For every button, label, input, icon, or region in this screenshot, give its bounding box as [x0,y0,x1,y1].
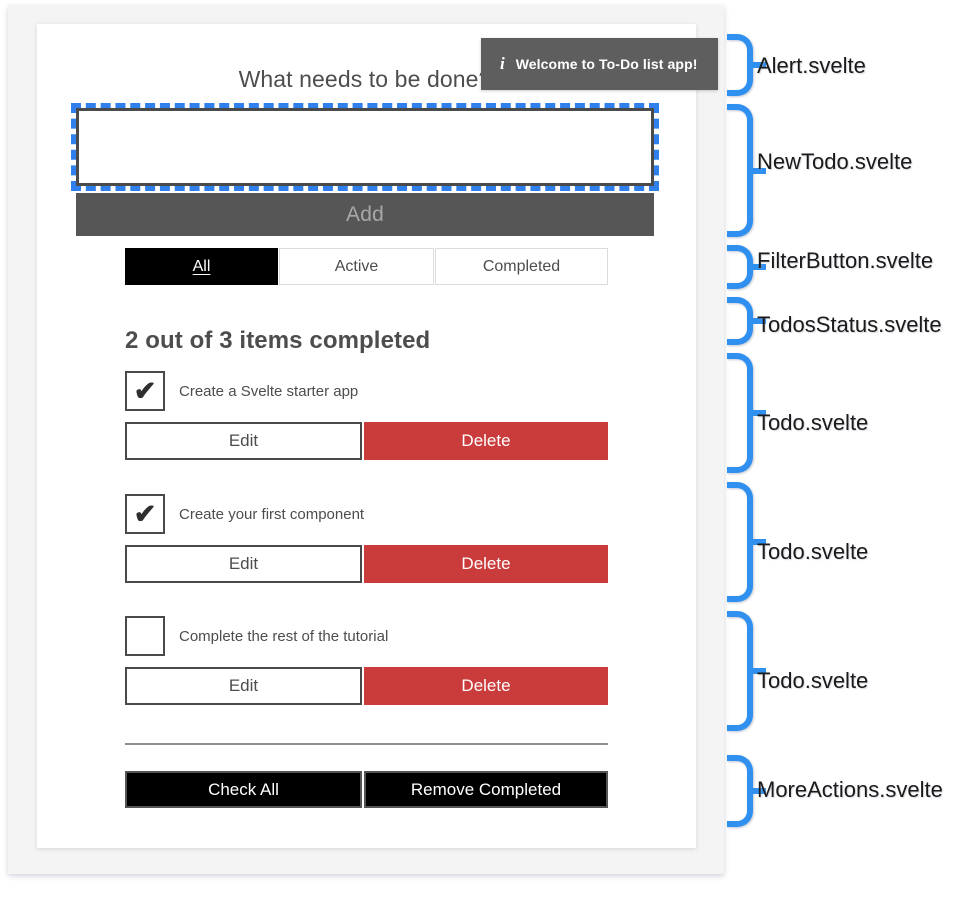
info-icon: i [500,54,505,73]
brace-icon [727,353,753,473]
section-divider [125,743,608,745]
annotation-label: Alert.svelte [757,53,866,78]
brace-icon [727,34,753,96]
brace-nub-icon [753,539,766,545]
checkmark-icon: ✔ [133,498,157,529]
brace-icon [727,611,753,731]
annotation-label: MoreActions.svelte [757,777,943,802]
brace-icon [727,482,753,602]
todo-button-row: Edit Delete [125,667,608,705]
todo-edit-button[interactable]: Edit [125,422,362,460]
todo-delete-button[interactable]: Delete [364,422,608,460]
annotation-label: NewTodo.svelte [757,149,913,174]
check-all-button[interactable]: Check All [125,771,362,808]
todo-edit-button[interactable]: Edit [125,545,362,583]
brace-nub-icon [753,668,766,674]
remove-completed-button[interactable]: Remove Completed [364,771,608,808]
todo-button-row: Edit Delete [125,422,608,460]
brace-nub-icon [753,264,766,270]
annotation-label: Todo.svelte [757,668,869,693]
brace-icon [727,297,753,345]
todo-row: ✔ Create your first component [125,493,608,535]
new-todo-input-wrapper [71,103,659,191]
todo-row: ✔ Create a Svelte starter app [125,370,608,412]
checkmark-icon: ✔ [133,375,157,406]
new-todo-input[interactable] [76,108,654,186]
todo-item: ✔ Create a Svelte starter app Edit Delet… [125,370,608,460]
alert-toast[interactable]: i Welcome to To-Do list app! [481,38,718,90]
todos-status-heading: 2 out of 3 items completed [125,326,431,354]
todo-button-row: Edit Delete [125,545,608,583]
brace-nub-icon [753,167,766,174]
more-actions-group: Check All Remove Completed [125,771,608,808]
todo-edit-button[interactable]: Edit [125,667,362,705]
brace-nub-icon [753,62,766,68]
filter-button-active[interactable]: Active [279,248,434,285]
todo-item: ✔ Create your first component Edit Delet… [125,493,608,583]
todo-delete-button[interactable]: Delete [364,667,608,705]
filter-button-completed[interactable]: Completed [435,248,608,285]
annotation-label: Todo.svelte [757,410,869,435]
brace-nub-icon [753,410,766,416]
brace-icon [727,104,753,237]
todo-checkbox[interactable]: ✔ [125,371,165,411]
add-todo-button[interactable]: Add [76,193,654,236]
filter-button-all[interactable]: All [125,248,278,285]
todo-delete-button[interactable]: Delete [364,545,608,583]
annotation-label: Todo.svelte [757,539,869,564]
filter-button-group: All Active Completed [125,248,608,285]
todo-checkbox[interactable]: ✔ [125,616,165,656]
todo-label: Create a Svelte starter app [179,382,359,400]
todo-label: Complete the rest of the tutorial [179,627,389,645]
todo-checkbox[interactable]: ✔ [125,494,165,534]
todo-label: Create your first component [179,505,365,523]
page-title: What needs to be done? [238,66,492,92]
todo-row: ✔ Complete the rest of the tutorial [125,615,608,657]
brace-nub-icon [753,318,766,324]
alert-message: Welcome to To-Do list app! [515,56,698,72]
todo-item: ✔ Complete the rest of the tutorial Edit… [125,615,608,705]
brace-icon [727,245,753,289]
annotation-label: TodosStatus.svelte [757,312,942,337]
annotation-label: FilterButton.svelte [757,248,934,273]
brace-nub-icon [753,788,766,794]
brace-icon [727,755,753,827]
